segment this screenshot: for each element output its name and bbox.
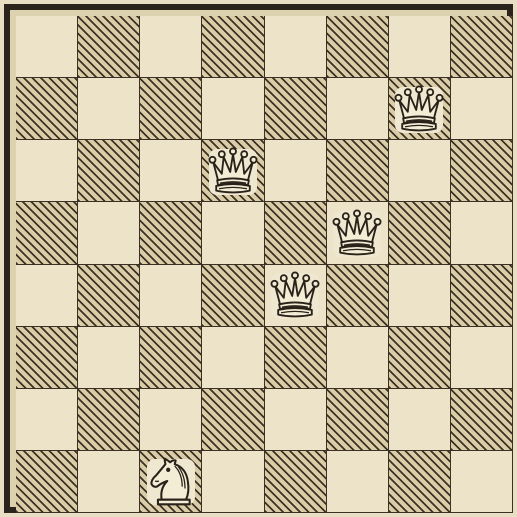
knight-icon bbox=[143, 453, 199, 509]
square-c2[interactable] bbox=[140, 389, 202, 451]
square-g8[interactable] bbox=[389, 16, 451, 78]
square-d6[interactable] bbox=[202, 140, 264, 202]
square-d2[interactable] bbox=[202, 389, 264, 451]
square-d8[interactable] bbox=[202, 16, 264, 78]
square-h5[interactable] bbox=[451, 202, 513, 264]
square-b2[interactable] bbox=[78, 389, 140, 451]
square-h4[interactable] bbox=[451, 265, 513, 327]
square-e1[interactable] bbox=[265, 451, 327, 513]
square-d3[interactable] bbox=[202, 327, 264, 389]
square-g4[interactable] bbox=[389, 265, 451, 327]
square-f4[interactable] bbox=[327, 265, 389, 327]
square-b6[interactable] bbox=[78, 140, 140, 202]
square-f5[interactable] bbox=[327, 202, 389, 264]
square-e6[interactable] bbox=[265, 140, 327, 202]
square-c3[interactable] bbox=[140, 327, 202, 389]
square-g1[interactable] bbox=[389, 451, 451, 513]
square-g5[interactable] bbox=[389, 202, 451, 264]
board-grid bbox=[16, 16, 513, 513]
square-a2[interactable] bbox=[16, 389, 78, 451]
square-a4[interactable] bbox=[16, 265, 78, 327]
square-a6[interactable] bbox=[16, 140, 78, 202]
square-h3[interactable] bbox=[451, 327, 513, 389]
square-c7[interactable] bbox=[140, 78, 202, 140]
square-b3[interactable] bbox=[78, 327, 140, 389]
square-b1[interactable] bbox=[78, 451, 140, 513]
square-b5[interactable] bbox=[78, 202, 140, 264]
square-a1[interactable] bbox=[16, 451, 78, 513]
square-b7[interactable] bbox=[78, 78, 140, 140]
square-f7[interactable] bbox=[327, 78, 389, 140]
square-g6[interactable] bbox=[389, 140, 451, 202]
square-g3[interactable] bbox=[389, 327, 451, 389]
square-d4[interactable] bbox=[202, 265, 264, 327]
square-g7[interactable] bbox=[389, 78, 451, 140]
square-a5[interactable] bbox=[16, 202, 78, 264]
square-a3[interactable] bbox=[16, 327, 78, 389]
square-e7[interactable] bbox=[265, 78, 327, 140]
square-c6[interactable] bbox=[140, 140, 202, 202]
queen-icon bbox=[329, 205, 385, 261]
chessboard bbox=[4, 4, 513, 513]
square-e2[interactable] bbox=[265, 389, 327, 451]
white-queen-piece[interactable] bbox=[391, 81, 447, 137]
square-h1[interactable] bbox=[451, 451, 513, 513]
square-a7[interactable] bbox=[16, 78, 78, 140]
white-knight-piece[interactable] bbox=[143, 453, 199, 509]
square-e4[interactable] bbox=[265, 265, 327, 327]
square-h2[interactable] bbox=[451, 389, 513, 451]
square-d5[interactable] bbox=[202, 202, 264, 264]
square-h6[interactable] bbox=[451, 140, 513, 202]
square-f1[interactable] bbox=[327, 451, 389, 513]
white-queen-piece[interactable] bbox=[205, 143, 261, 199]
square-b8[interactable] bbox=[78, 16, 140, 78]
square-c1[interactable] bbox=[140, 451, 202, 513]
queen-icon bbox=[205, 143, 261, 199]
square-h7[interactable] bbox=[451, 78, 513, 140]
square-e5[interactable] bbox=[265, 202, 327, 264]
queen-icon bbox=[267, 267, 323, 323]
square-c5[interactable] bbox=[140, 202, 202, 264]
square-d1[interactable] bbox=[202, 451, 264, 513]
square-h8[interactable] bbox=[451, 16, 513, 78]
square-c4[interactable] bbox=[140, 265, 202, 327]
square-g2[interactable] bbox=[389, 389, 451, 451]
queen-icon bbox=[391, 81, 447, 137]
square-f6[interactable] bbox=[327, 140, 389, 202]
square-e3[interactable] bbox=[265, 327, 327, 389]
square-f8[interactable] bbox=[327, 16, 389, 78]
square-e8[interactable] bbox=[265, 16, 327, 78]
square-a8[interactable] bbox=[16, 16, 78, 78]
square-b4[interactable] bbox=[78, 265, 140, 327]
square-f3[interactable] bbox=[327, 327, 389, 389]
square-f2[interactable] bbox=[327, 389, 389, 451]
white-queen-piece[interactable] bbox=[329, 205, 385, 261]
square-d7[interactable] bbox=[202, 78, 264, 140]
white-queen-piece[interactable] bbox=[267, 267, 323, 323]
square-c8[interactable] bbox=[140, 16, 202, 78]
